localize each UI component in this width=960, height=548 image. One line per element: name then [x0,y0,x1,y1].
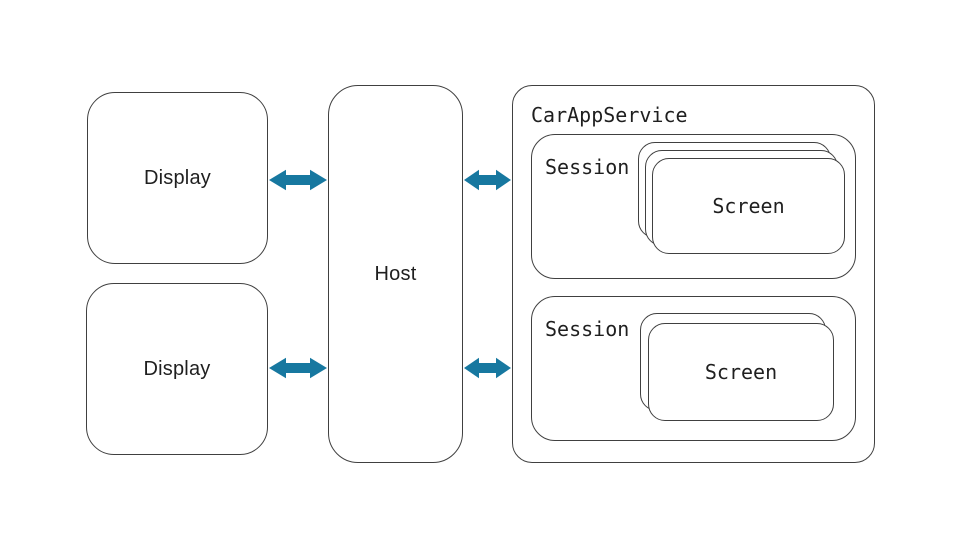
session-node-2: Session Screen [531,296,856,441]
display-node-1: Display [87,92,268,264]
display-2-label: Display [143,357,211,380]
host-label: Host [374,262,417,285]
session-node-1: Session Screen [531,134,856,279]
arrow-display2-host [269,357,327,379]
session-2-label: Session [545,317,630,341]
arrow-host-carappservice-bottom [464,357,511,379]
screen-2-label: Screen [704,360,778,384]
car-app-service-node: CarAppService Session Screen Session Scr… [512,85,875,463]
arrow-display1-host [269,169,327,191]
car-app-service-label: CarAppService [531,103,688,127]
arrow-host-carappservice-top [464,169,511,191]
display-1-label: Display [144,166,211,189]
session-1-label: Session [545,155,630,179]
screen-1-label: Screen [712,194,785,218]
screen-node-2: Screen [648,323,834,421]
host-node: Host [328,85,463,463]
screen-node-1: Screen [652,158,845,254]
display-node-2: Display [86,283,268,455]
